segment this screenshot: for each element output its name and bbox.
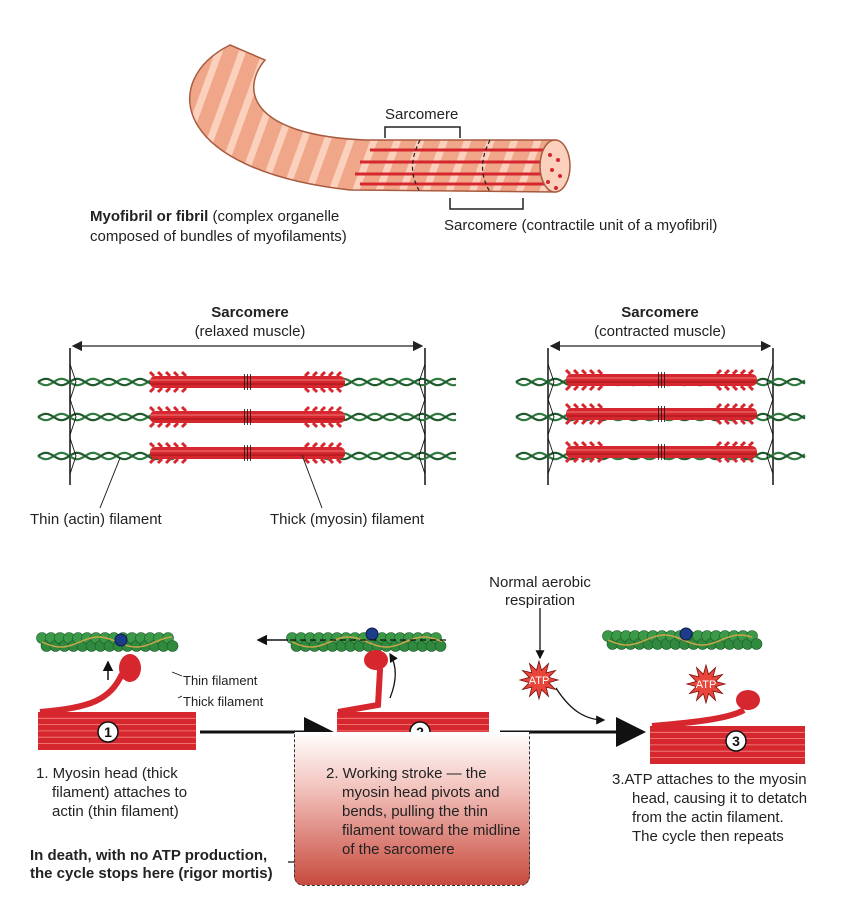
svg-text:ATP: ATP bbox=[529, 675, 550, 687]
sarcomere-desc: Sarcomere (contractile unit of a myofibr… bbox=[444, 217, 718, 234]
myofibril-cross-section bbox=[539, 139, 571, 193]
step-1-text: 1. Myosin head (thick filament) attaches… bbox=[36, 764, 187, 821]
binding-site bbox=[365, 627, 379, 641]
myofibril-illustration bbox=[188, 44, 571, 210]
step-3-line: 3.ATP attaches to the myosin bbox=[612, 771, 807, 788]
step-3-line: The cycle then repeats bbox=[632, 828, 784, 845]
thick-filament bbox=[564, 402, 757, 426]
step-2-line: 2. Working stroke — the bbox=[326, 765, 487, 782]
z-lines bbox=[411, 139, 491, 193]
atp-burst: ATP bbox=[518, 659, 560, 701]
myofibril-desc-2: composed of bundles of myofilaments) bbox=[90, 228, 347, 245]
step-badge: 3 bbox=[725, 730, 747, 752]
myosin-head bbox=[119, 654, 141, 682]
thick-filament-label: Thick (myosin) filament bbox=[270, 511, 425, 528]
myosin-neck bbox=[39, 672, 125, 715]
step-2-line: myosin head pivots and bbox=[342, 784, 500, 801]
step-3-line: from the actin filament. bbox=[632, 809, 784, 826]
step-3-text: 3.ATP attaches to the myosin head, causi… bbox=[612, 770, 807, 846]
sarcomere-diagram bbox=[37, 340, 457, 485]
thick-filament bbox=[564, 440, 757, 464]
contracted-title: Sarcomere bbox=[621, 304, 699, 321]
sarcomere-bracket-top bbox=[384, 126, 461, 138]
thin-label-pointer bbox=[99, 457, 121, 509]
sarcomere-diagram bbox=[515, 340, 806, 485]
thick-filament bbox=[564, 368, 757, 392]
respiration-line1: Normal aerobic bbox=[489, 574, 591, 591]
actin-strand bbox=[602, 630, 763, 650]
thick-filament bbox=[148, 370, 345, 394]
thick-filament bbox=[148, 441, 345, 465]
binding-site bbox=[114, 633, 128, 647]
myofibril-striations bbox=[355, 148, 545, 186]
step-2-line: filament toward the midline bbox=[342, 822, 521, 839]
step-2-text: 2. Working stroke — the myosin head pivo… bbox=[326, 764, 520, 859]
thick-label-pointer bbox=[301, 454, 323, 509]
myofibril-body bbox=[188, 44, 556, 193]
svg-text:ATP: ATP bbox=[696, 679, 717, 691]
pivot-arrow bbox=[389, 652, 398, 699]
relaxed-title: Sarcomere bbox=[211, 304, 289, 321]
death-line2: the cycle stops here (rigor mortis) bbox=[30, 865, 273, 882]
contracted-subtitle: (contracted muscle) bbox=[594, 323, 726, 340]
respiration-line2: respiration bbox=[504, 592, 576, 609]
myosin-neck bbox=[651, 707, 746, 729]
death-line1: In death, with no ATP production, bbox=[30, 847, 268, 864]
step-2-line: of the sarcomere bbox=[342, 841, 455, 858]
atp-burst: ATP bbox=[685, 663, 727, 705]
rigor-mortis-box bbox=[294, 732, 530, 886]
step-1-line: actin (thin filament) bbox=[52, 803, 179, 820]
svg-text:1: 1 bbox=[104, 724, 112, 740]
myofibril-desc-1: (complex organelle bbox=[208, 208, 340, 225]
step-1-line: 1. Myosin head (thick bbox=[36, 765, 178, 782]
step-1-line: filament) attaches to bbox=[52, 784, 188, 801]
step-badge: 1 bbox=[97, 721, 119, 743]
thin-filament-cycle-label: Thin filament bbox=[183, 673, 258, 688]
binding-site bbox=[679, 627, 693, 641]
actin-strand bbox=[36, 632, 179, 652]
step-2-line: bends, pulling the thin bbox=[342, 803, 488, 820]
svg-text:3: 3 bbox=[732, 733, 740, 749]
atp-arrow bbox=[555, 687, 606, 725]
myofibril-label: Myofibril or fibril (complex organelle bbox=[90, 207, 339, 226]
thin-filament-label: Thin (actin) filament bbox=[30, 511, 162, 528]
sarcomere-label-top: Sarcomere bbox=[385, 106, 459, 123]
step-3-line: head, causing it to detatch bbox=[632, 790, 808, 807]
myosin-head bbox=[736, 690, 760, 710]
thick-filament-cycle-label: Thick filament bbox=[183, 694, 264, 709]
myosin-head bbox=[364, 650, 388, 670]
myofibril-name: Myofibril or fibril bbox=[90, 208, 209, 225]
sarcomere-bracket-bottom bbox=[449, 198, 524, 210]
sarcomere-panels bbox=[37, 340, 806, 509]
relaxed-subtitle: (relaxed muscle) bbox=[194, 323, 306, 340]
crossbridge-cycle: 12ATPATP3 bbox=[36, 608, 805, 867]
thick-filament bbox=[148, 405, 345, 429]
